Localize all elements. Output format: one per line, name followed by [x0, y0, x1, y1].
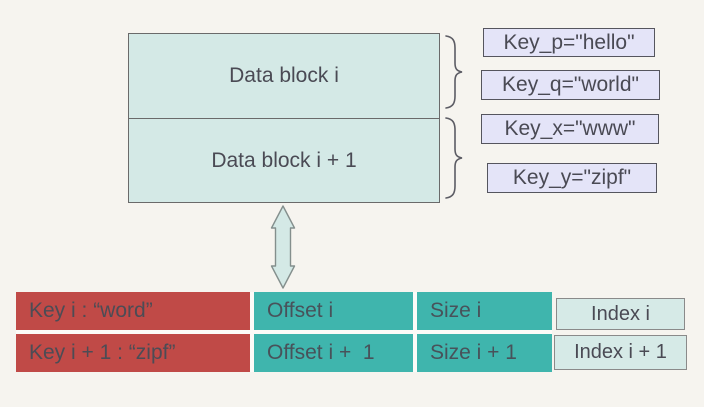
- key-cell-i-plus-1: Key i + 1 : “zipf”: [16, 334, 250, 372]
- key-label-y: Key_y="zipf": [487, 163, 657, 193]
- brace-upper-icon: [445, 35, 463, 109]
- data-block-i-label: Data block i: [229, 64, 339, 87]
- key-label-x-text: Key_x="www": [504, 117, 636, 140]
- brace-lower-icon: [445, 117, 463, 199]
- key-label-p: Key_p="hello": [483, 28, 655, 57]
- index-box-i: Index i: [556, 298, 685, 330]
- key-label-p-text: Key_p="hello": [503, 30, 635, 54]
- index-table: Key i : “word” Offset i Size i Key i + 1…: [16, 292, 552, 372]
- data-blocks-box: Data block i Data block i + 1: [128, 33, 440, 203]
- double-arrow-icon: [270, 205, 296, 289]
- key-label-q-text: Key_q="world": [502, 73, 639, 96]
- data-block-i-plus-1-label: Data block i + 1: [211, 149, 357, 172]
- size-cell-i-plus-1: Size i + 1: [417, 334, 552, 372]
- data-block-i-plus-1: Data block i + 1: [129, 119, 439, 203]
- key-cell-i: Key i : “word”: [16, 292, 250, 330]
- key-label-y-text: Key_y="zipf": [512, 166, 632, 189]
- offset-cell-i: Offset i: [254, 292, 413, 330]
- key-label-q: Key_q="world": [481, 70, 660, 100]
- index-box-i-plus-1-label: Index i + 1: [574, 341, 667, 363]
- index-box-i-label: Index i: [591, 302, 650, 325]
- data-block-i: Data block i: [129, 34, 439, 119]
- size-cell-i: Size i: [417, 292, 552, 330]
- index-box-i-plus-1: Index i + 1: [554, 335, 687, 370]
- key-label-x: Key_x="www": [481, 114, 659, 144]
- offset-cell-i-plus-1: Offset i + 1: [254, 334, 413, 372]
